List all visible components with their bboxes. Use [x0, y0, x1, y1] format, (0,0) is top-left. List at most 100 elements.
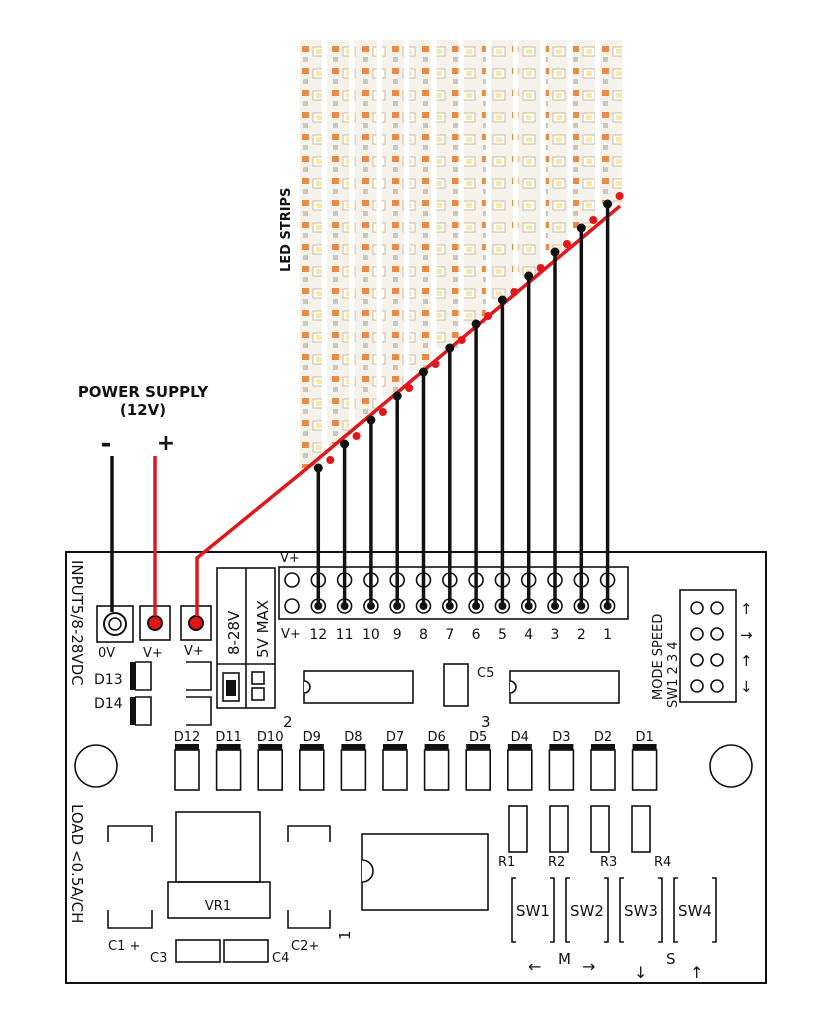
channel-label: 4 — [524, 627, 533, 643]
c3-label: C3 — [150, 951, 167, 966]
diode-band — [258, 744, 283, 750]
led-strip — [573, 40, 595, 228]
channel-label: 12 — [309, 627, 327, 643]
diode — [257, 749, 284, 791]
resistors — [508, 805, 651, 853]
strip-positive-joint — [536, 264, 545, 272]
minus-sign: - — [101, 429, 112, 459]
strip-positive-joint — [431, 360, 440, 368]
strip-positive-joint — [615, 192, 624, 200]
arrow-down-s: ↓ — [634, 963, 647, 982]
r2-label: R2 — [548, 855, 565, 870]
diode-band — [383, 744, 407, 750]
led-strip — [300, 40, 322, 468]
header-joint — [445, 602, 454, 610]
d13-d14-diodes — [130, 661, 212, 726]
terminal-0v-label: 0V — [98, 646, 115, 661]
vplus-bottom-label: V+ — [281, 627, 301, 642]
channel-label: 7 — [445, 627, 454, 643]
capacitor-c1 — [107, 825, 153, 929]
diode-label: D4 — [511, 730, 529, 745]
led-strip — [354, 40, 377, 420]
channel-label: 1 — [603, 627, 612, 643]
diode-label: D7 — [386, 730, 404, 745]
diode-label: D11 — [215, 730, 242, 745]
diode-band — [591, 744, 615, 750]
diode-label: D3 — [552, 730, 570, 745]
arrow-right-m: → — [582, 957, 595, 976]
strip-positive-joint — [510, 288, 519, 296]
diode-band — [549, 744, 574, 750]
diode-row — [174, 744, 658, 791]
header-joint — [603, 602, 612, 610]
strip-negative-joint — [497, 295, 507, 305]
diode-label: D10 — [257, 730, 284, 745]
led-strip — [327, 40, 350, 444]
arrow-up-s: ↑ — [690, 963, 703, 982]
strip-positive-joint — [352, 432, 361, 440]
header-arrow: ↑ — [740, 600, 753, 618]
mode-speed-label: MODE SPEED — [651, 614, 666, 700]
strip-positive-joint — [484, 312, 493, 320]
mark-3-label: 3 — [481, 713, 491, 731]
vplus-feed-wire — [195, 472, 302, 616]
diode-label: D6 — [427, 730, 445, 745]
header-arrow: → — [740, 626, 753, 644]
strip-positive-joint — [589, 216, 598, 224]
r3-label: R3 — [600, 855, 617, 870]
m-label: M — [558, 950, 571, 968]
led-strip — [409, 40, 432, 372]
led-strip — [491, 40, 514, 300]
strip-positive-joint — [563, 240, 571, 248]
header-pin-top — [284, 572, 300, 588]
channel-label: 11 — [336, 627, 354, 643]
led-strips-label: LED STRIPS — [279, 188, 294, 272]
strip-negative-joint — [366, 415, 376, 425]
capacitor-c5 — [443, 663, 469, 707]
ic-right — [509, 670, 620, 704]
diode — [590, 749, 616, 791]
header-arrow: ↓ — [740, 678, 753, 696]
mode-speed-arrows: ↑ → ↑ ↓ — [740, 600, 753, 696]
led-strip — [600, 40, 623, 204]
strip-negative-joint — [313, 463, 323, 473]
terminal-vplus-label-2: V+ — [184, 644, 204, 659]
strip-negative-joint — [392, 391, 402, 401]
header-pin-bottom — [284, 598, 300, 614]
regulator-vr1 — [167, 811, 271, 919]
channel-label: 3 — [551, 627, 560, 643]
range-8-28v-label: 8-28V — [225, 610, 243, 655]
led-strips-group — [300, 40, 623, 468]
sw2-label: SW2 — [570, 902, 604, 920]
diode-label: D9 — [303, 730, 321, 745]
led-strip — [436, 40, 459, 348]
diode-label: D12 — [174, 730, 201, 745]
diode — [340, 749, 367, 791]
strip-negative-joint — [340, 439, 350, 449]
r1-label: R1 — [498, 855, 515, 870]
strip-negative-joint — [603, 199, 613, 209]
diode-band — [424, 744, 449, 750]
strip-positive-joint — [378, 408, 387, 416]
capacitor-c3 — [175, 939, 221, 963]
diode-label: D2 — [594, 730, 612, 745]
header-joint — [472, 602, 481, 610]
diode — [506, 749, 533, 791]
sw1-label: SW1 — [516, 902, 550, 920]
channel-label: 10 — [362, 627, 380, 643]
diode-band — [507, 744, 532, 750]
capacitor-c2 — [287, 825, 331, 929]
diode — [548, 749, 575, 791]
header-arrow: ↑ — [740, 652, 753, 670]
diode-band — [632, 744, 657, 750]
header-joint — [551, 602, 559, 610]
load-rating-label: LOAD <0.5A/CH — [68, 804, 86, 923]
pcb-outline — [65, 551, 767, 984]
diode-band — [216, 744, 241, 750]
diode — [382, 749, 408, 791]
diode-band — [299, 744, 324, 750]
led-strip — [518, 40, 541, 276]
led-strip — [545, 40, 568, 252]
output-header — [278, 566, 629, 620]
